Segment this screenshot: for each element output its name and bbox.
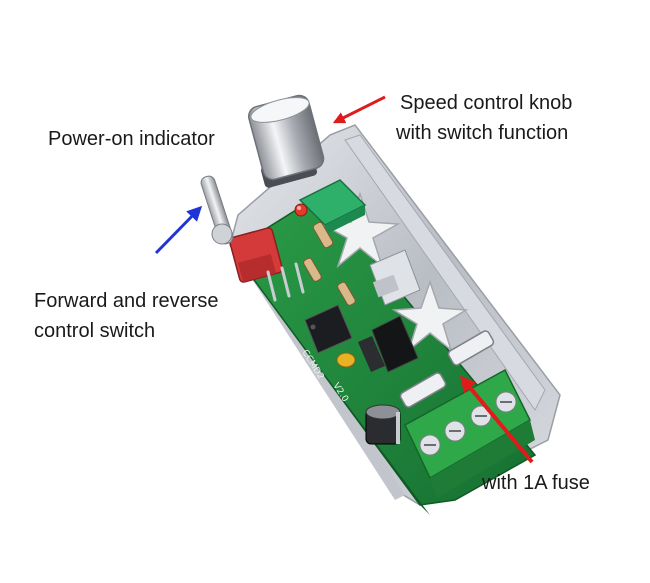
ceramic-capacitor <box>336 352 356 368</box>
potentiometer-body <box>298 179 367 235</box>
heatsink-lower <box>391 279 469 353</box>
ic-chip <box>304 304 353 354</box>
arrow-to-toggle <box>154 205 203 255</box>
power-indicator-label: Power-on indicator <box>48 128 215 150</box>
power-indicator-led <box>294 203 308 217</box>
arrow-to-fuse <box>459 375 534 464</box>
direction-toggle-switch <box>200 175 305 302</box>
mosfet <box>369 249 421 306</box>
power-transistor <box>358 315 419 373</box>
screw-terminal-block <box>404 368 535 498</box>
resistors <box>303 221 356 306</box>
electrolytic-capacitor <box>365 404 401 445</box>
direction-switch-label-line1: Forward and reverse <box>34 290 219 312</box>
arrow-to-knob <box>332 95 386 124</box>
speed-control-knob <box>247 94 325 188</box>
speed-knob-label-line1: Speed control knob <box>400 92 573 114</box>
fuse <box>399 330 495 408</box>
direction-switch-label-line2: control switch <box>34 320 156 342</box>
fuse-label: with 1A fuse <box>482 472 590 494</box>
speed-knob-label-line2: with switch function <box>396 122 569 144</box>
